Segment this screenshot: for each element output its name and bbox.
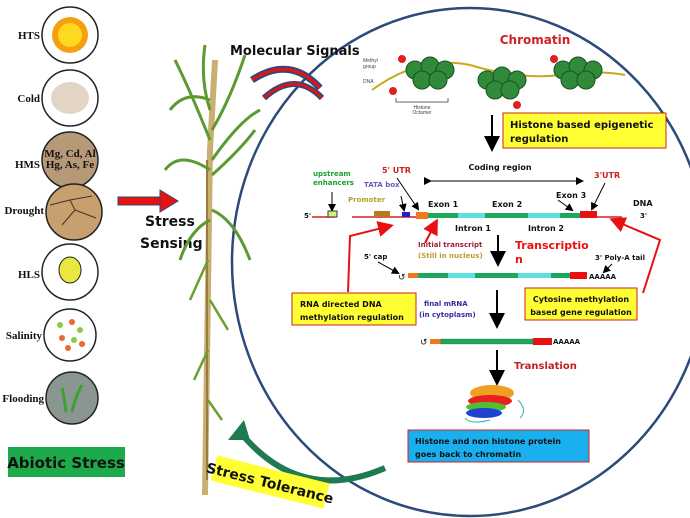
svg-text:Flooding: Flooding: [2, 393, 44, 405]
svg-text:Coding region: Coding region: [468, 163, 531, 172]
rna-directed-box: [291, 292, 417, 326]
svg-text:5' cap: 5' cap: [364, 253, 387, 261]
svg-text:Salinity: Salinity: [6, 330, 43, 342]
svg-text:Methyl: Methyl: [363, 58, 378, 64]
stress-list: HTS Cold HMS Mg, Cd, Al Hg, As, Fe Droug…: [2, 6, 103, 425]
svg-text:HTS: HTS: [18, 30, 40, 42]
svg-text:Hg, As, Fe: Hg, As, Fe: [46, 159, 94, 171]
sugarcane-plant: [163, 44, 261, 496]
ice-icon: [51, 82, 89, 114]
abiotic-stress-box: [8, 447, 125, 477]
cracked-soil-icon: [49, 195, 97, 226]
svg-text:Cytosine methylation: Cytosine methylation: [533, 295, 630, 304]
stress-hts: HTS: [18, 6, 99, 64]
svg-text:enhancers: enhancers: [313, 179, 354, 187]
svg-text:(in cytoplasm): (in cytoplasm): [419, 311, 476, 319]
salt-crystal-icon: [57, 319, 85, 351]
svg-text:Intron 1: Intron 1: [455, 224, 491, 233]
stress-hls: HLS: [18, 243, 99, 301]
final-mrna-track: ↺: [420, 337, 552, 347]
svg-text:Exon 2: Exon 2: [492, 200, 522, 209]
svg-text:Histone based epigenetic: Histone based epigenetic: [510, 120, 653, 131]
svg-text:DNA: DNA: [363, 79, 374, 85]
svg-text:RNA directed DNA: RNA directed DNA: [300, 300, 383, 309]
svg-text:goes back to chromatin: goes back to chromatin: [415, 450, 521, 459]
cytosine-methylation-box: [524, 287, 638, 321]
sun-icon: [52, 17, 88, 53]
dna-gene-track: [312, 177, 622, 219]
svg-text:3': 3': [640, 212, 647, 220]
svg-text:Sensing: Sensing: [140, 236, 203, 252]
cap-icon: ↺: [420, 337, 428, 347]
svg-text:Stress: Stress: [145, 214, 195, 230]
svg-text:Histone: Histone: [414, 105, 431, 111]
svg-text:TATA box: TATA box: [364, 181, 400, 189]
histone-regulation-box: [502, 112, 667, 149]
protein-structure-image: [464, 385, 524, 423]
cell-ellipse: [230, 6, 690, 518]
svg-text:AAAAA: AAAAA: [589, 273, 617, 281]
svg-text:Mg, Cd, Al: Mg, Cd, Al: [44, 148, 95, 160]
svg-text:Promoter: Promoter: [348, 196, 386, 204]
svg-text:AAAAA: AAAAA: [553, 338, 581, 346]
svg-text:Drought: Drought: [4, 205, 44, 217]
svg-text:Translation: Translation: [514, 361, 577, 372]
svg-text:based gene regulation: based gene regulation: [530, 308, 632, 317]
svg-text:HLS: HLS: [18, 269, 40, 281]
cap-icon: ↺: [398, 272, 406, 282]
svg-text:DNA: DNA: [633, 199, 653, 208]
svg-text:Initial transcript: Initial transcript: [418, 241, 483, 249]
svg-text:3'UTR: 3'UTR: [594, 171, 620, 180]
light-bulb-icon: [58, 256, 82, 284]
svg-text:(Still in nucleus): (Still in nucleus): [418, 252, 483, 260]
svg-text:Cold: Cold: [17, 93, 40, 105]
stress-sensing-arrow: [117, 189, 179, 213]
stress-salinity: Salinity: [6, 308, 97, 362]
svg-text:HMS: HMS: [15, 159, 40, 171]
svg-text:upstream: upstream: [313, 170, 351, 178]
svg-text:5' UTR: 5' UTR: [382, 166, 411, 175]
svg-text:Transcriptio: Transcriptio: [515, 239, 589, 252]
svg-text:Chromatin: Chromatin: [500, 33, 571, 47]
svg-text:regulation: regulation: [510, 134, 568, 145]
stress-drought: Drought: [4, 183, 103, 241]
svg-text:Intron 2: Intron 2: [528, 224, 564, 233]
protein-return-box: [407, 429, 590, 463]
svg-text:Exon 1: Exon 1: [428, 200, 459, 209]
svg-text:methylation regulation: methylation regulation: [300, 313, 404, 322]
svg-text:5': 5': [304, 212, 311, 220]
molecular-signals-arrow: [250, 65, 325, 101]
svg-text:Octamer: Octamer: [412, 110, 432, 116]
svg-text:Molecular Signals: Molecular Signals: [230, 44, 360, 59]
stress-tolerance-arrow: [237, 430, 387, 484]
svg-text:Histone and non histone protei: Histone and non histone protein: [415, 437, 561, 446]
chromatin-nucleosomes: [371, 55, 626, 109]
svg-text:3' Poly-A tail: 3' Poly-A tail: [595, 254, 645, 262]
initial-transcript-track: ↺: [398, 272, 587, 282]
flooded-plant-icon: [60, 384, 84, 413]
svg-text:final mRNA: final mRNA: [424, 300, 468, 308]
svg-text:Abiotic Stress: Abiotic Stress: [7, 454, 125, 472]
svg-text:Exon 3: Exon 3: [556, 191, 586, 200]
svg-text:group: group: [363, 64, 376, 70]
svg-text:n: n: [515, 253, 523, 266]
stress-cold: Cold: [17, 69, 99, 127]
stress-hms: HMS Mg, Cd, Al Hg, As, Fe: [15, 131, 99, 189]
stress-flooding: Flooding: [2, 371, 99, 425]
